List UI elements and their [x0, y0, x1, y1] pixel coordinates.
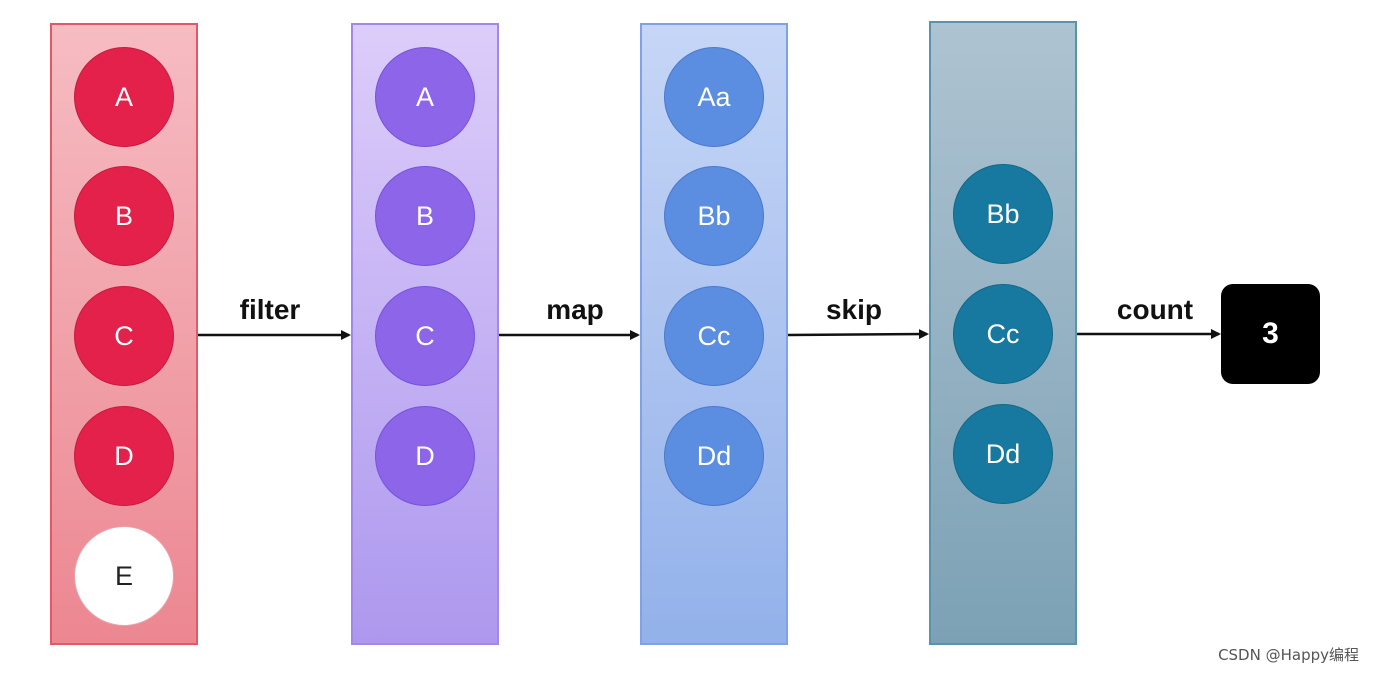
- element-circle: D: [74, 406, 174, 506]
- element-label: E: [114, 560, 133, 591]
- count-result-box: 3: [1221, 284, 1320, 384]
- stage-after-map: Aa Bb Cc Dd: [640, 23, 788, 645]
- stage-source: A B C D E: [50, 23, 198, 645]
- element-label: Aa: [697, 81, 731, 112]
- element-circle: A: [74, 47, 174, 147]
- element-circle: B: [375, 166, 475, 266]
- element-circle: C: [74, 286, 174, 386]
- skip-arrow: [787, 329, 929, 340]
- element-circle: Dd: [953, 404, 1053, 504]
- watermark: CSDN @Happy编程: [1218, 646, 1359, 664]
- operation-label-count: count: [1116, 294, 1194, 325]
- element-circle: B: [74, 166, 174, 266]
- element-label: D: [114, 440, 134, 471]
- element-label: B: [415, 200, 434, 231]
- element-label: Cc: [697, 320, 731, 351]
- element-label: C: [415, 320, 435, 351]
- element-label: D: [415, 440, 435, 471]
- element-label: Cc: [986, 318, 1020, 349]
- element-label: A: [114, 81, 133, 112]
- stage-after-filter: A B C D: [351, 23, 499, 645]
- element-circle: Aa: [664, 47, 764, 147]
- element-circle: Dd: [664, 406, 764, 506]
- element-circle: Bb: [953, 164, 1053, 264]
- operation-label-skip: skip: [825, 294, 883, 325]
- element-label: A: [415, 81, 434, 112]
- operation-label-filter: filter: [239, 294, 301, 325]
- element-circle: Cc: [953, 284, 1053, 384]
- element-label: C: [114, 320, 134, 351]
- element-circle-filtered-out: E: [74, 526, 174, 626]
- element-label: Dd: [985, 438, 1021, 469]
- count-result-value: 3: [1262, 317, 1279, 350]
- element-label: Bb: [697, 200, 731, 231]
- element-label: B: [114, 200, 133, 231]
- element-circle: A: [375, 47, 475, 147]
- element-circle: D: [375, 406, 475, 506]
- stage-after-skip: Bb Cc Dd: [929, 21, 1077, 645]
- element-label: Dd: [696, 440, 732, 471]
- element-circle: C: [375, 286, 475, 386]
- element-label: Bb: [986, 198, 1020, 229]
- operation-label-map: map: [546, 294, 604, 325]
- element-circle: Cc: [664, 286, 764, 386]
- element-circle: Bb: [664, 166, 764, 266]
